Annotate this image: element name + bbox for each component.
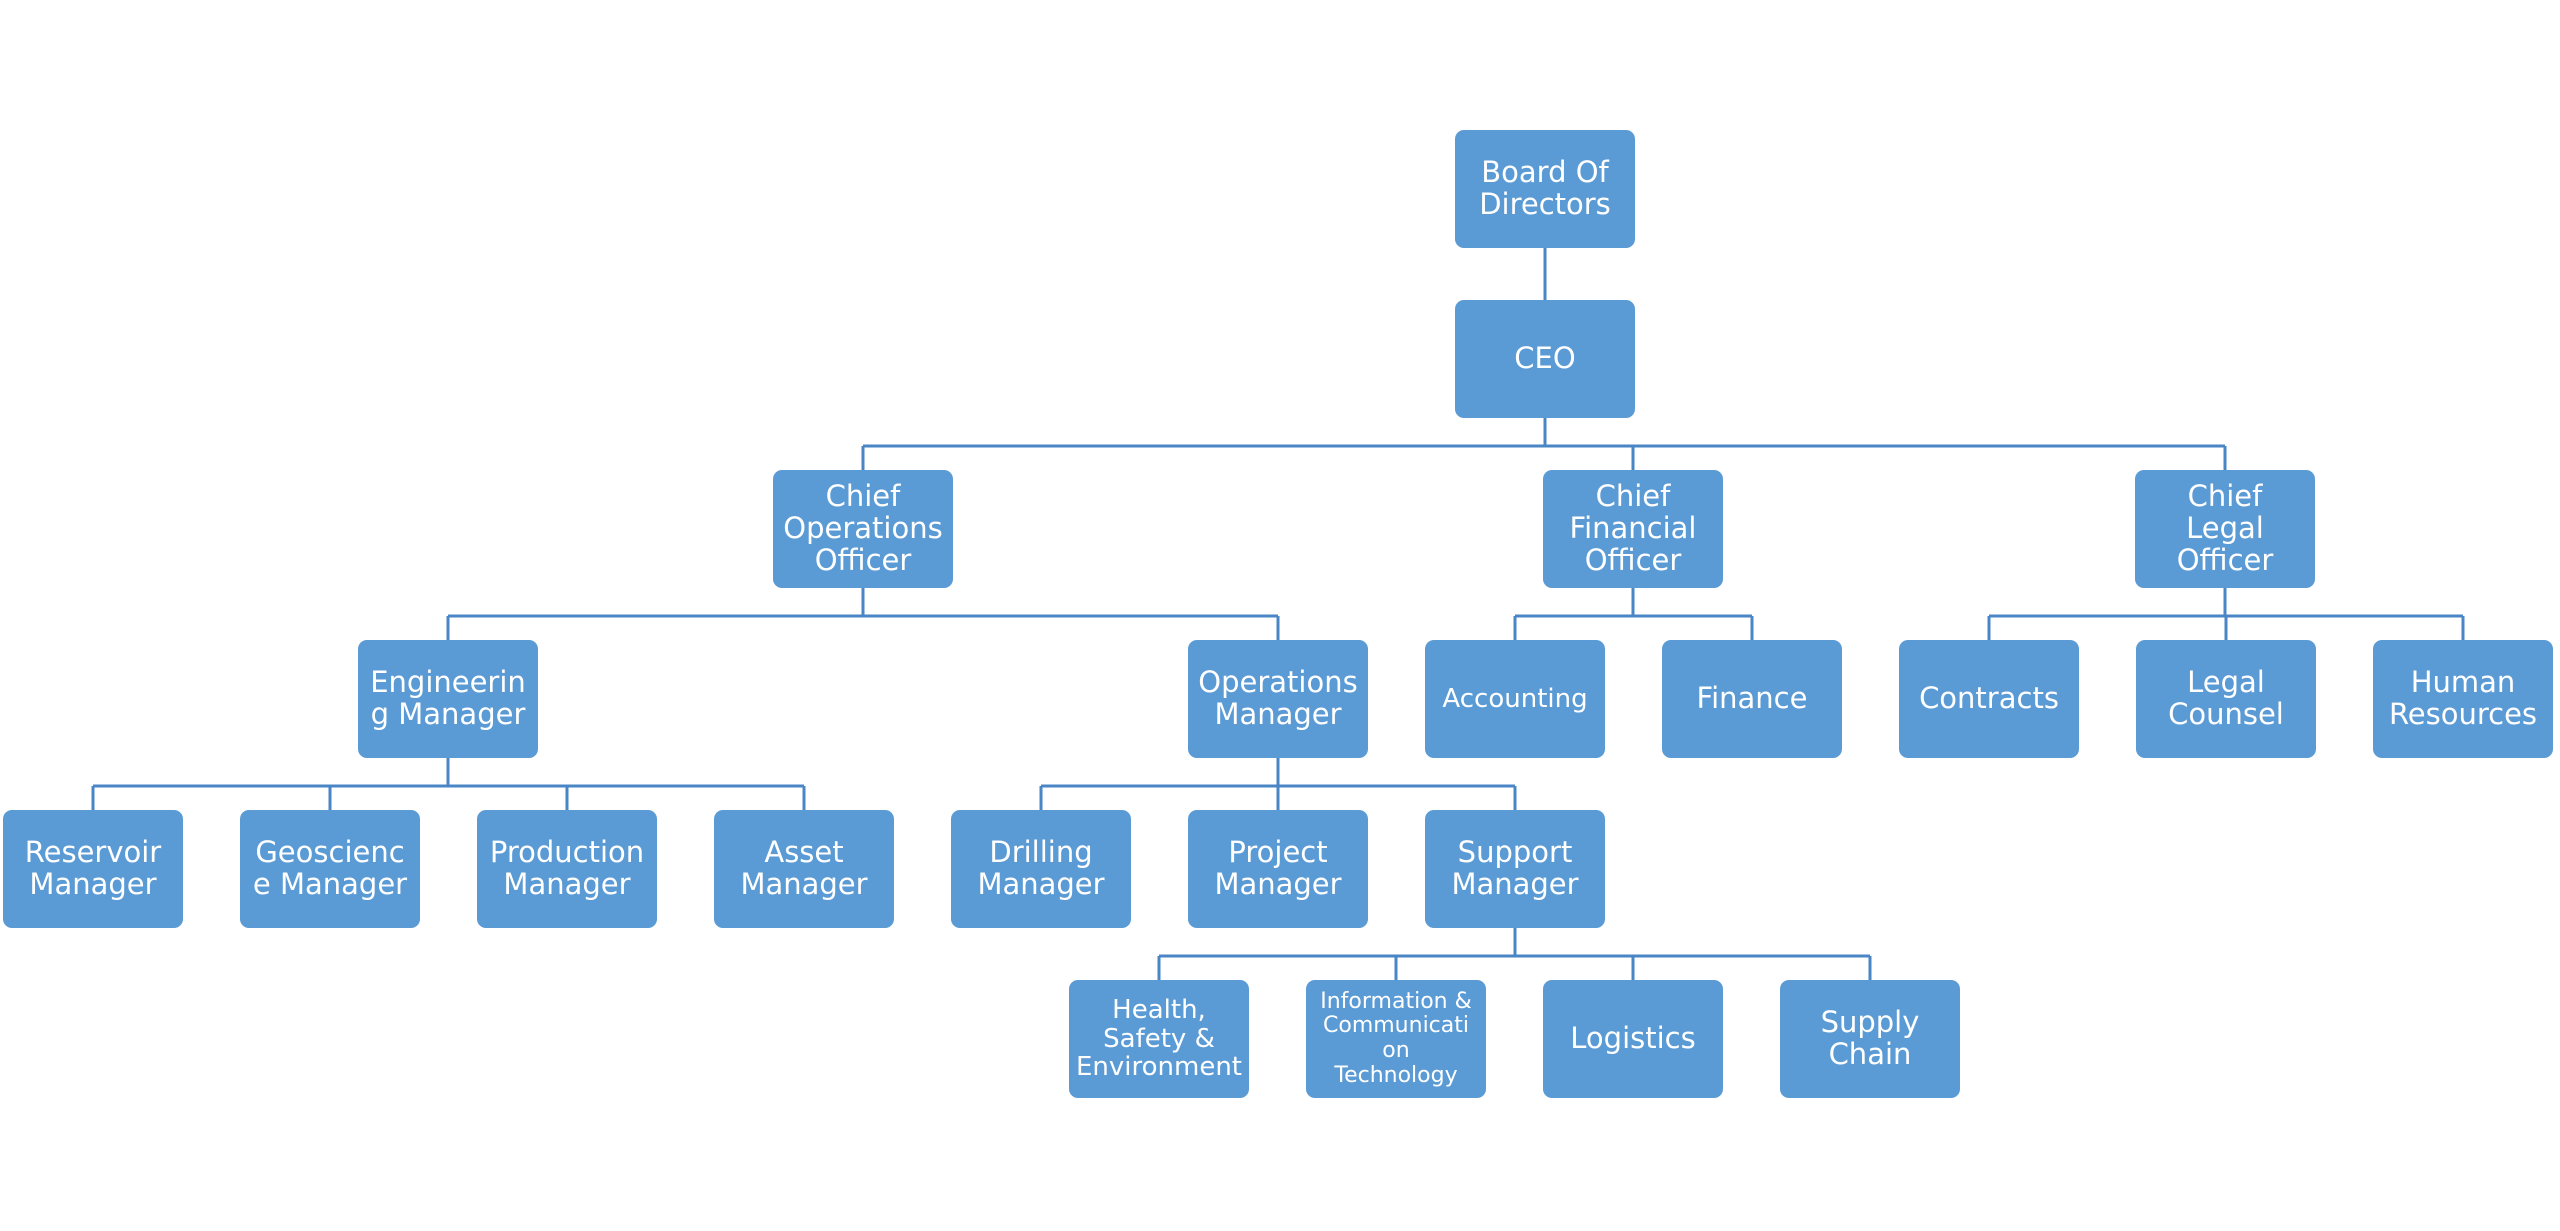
node-chief-financial-officer: Chief Financial Officer	[1543, 470, 1723, 588]
node-project-manager: Project Manager	[1188, 810, 1368, 928]
node-drilling-manager: Drilling Manager	[951, 810, 1131, 928]
node-accounting: Accounting	[1425, 640, 1605, 758]
node-legal-counsel: Legal Counsel	[2136, 640, 2316, 758]
node-human-resources: Human Resources	[2373, 640, 2553, 758]
node-production-manager: Production Manager	[477, 810, 657, 928]
node-chief-operations-officer: Chief Operations Officer	[773, 470, 953, 588]
node-operations-manager: Operations Manager	[1188, 640, 1368, 758]
node-finance: Finance	[1662, 640, 1842, 758]
node-geoscience-manager: Geoscienc e Manager	[240, 810, 420, 928]
node-support-manager: Support Manager	[1425, 810, 1605, 928]
node-reservoir-manager: Reservoir Manager	[3, 810, 183, 928]
node-chief-legal-officer: Chief Legal Officer	[2135, 470, 2315, 588]
node-asset-manager: Asset Manager	[714, 810, 894, 928]
node-health-safety-environment: Health, Safety & Environment	[1069, 980, 1249, 1098]
node-information-communication-technology: Information & Communicati on Technology	[1306, 980, 1486, 1098]
node-contracts: Contracts	[1899, 640, 2079, 758]
node-ceo: CEO	[1455, 300, 1635, 418]
node-engineering-manager: Engineerin g Manager	[358, 640, 538, 758]
node-board-of-directors: Board Of Directors	[1455, 130, 1635, 248]
node-supply-chain: Supply Chain	[1780, 980, 1960, 1098]
node-logistics: Logistics	[1543, 980, 1723, 1098]
